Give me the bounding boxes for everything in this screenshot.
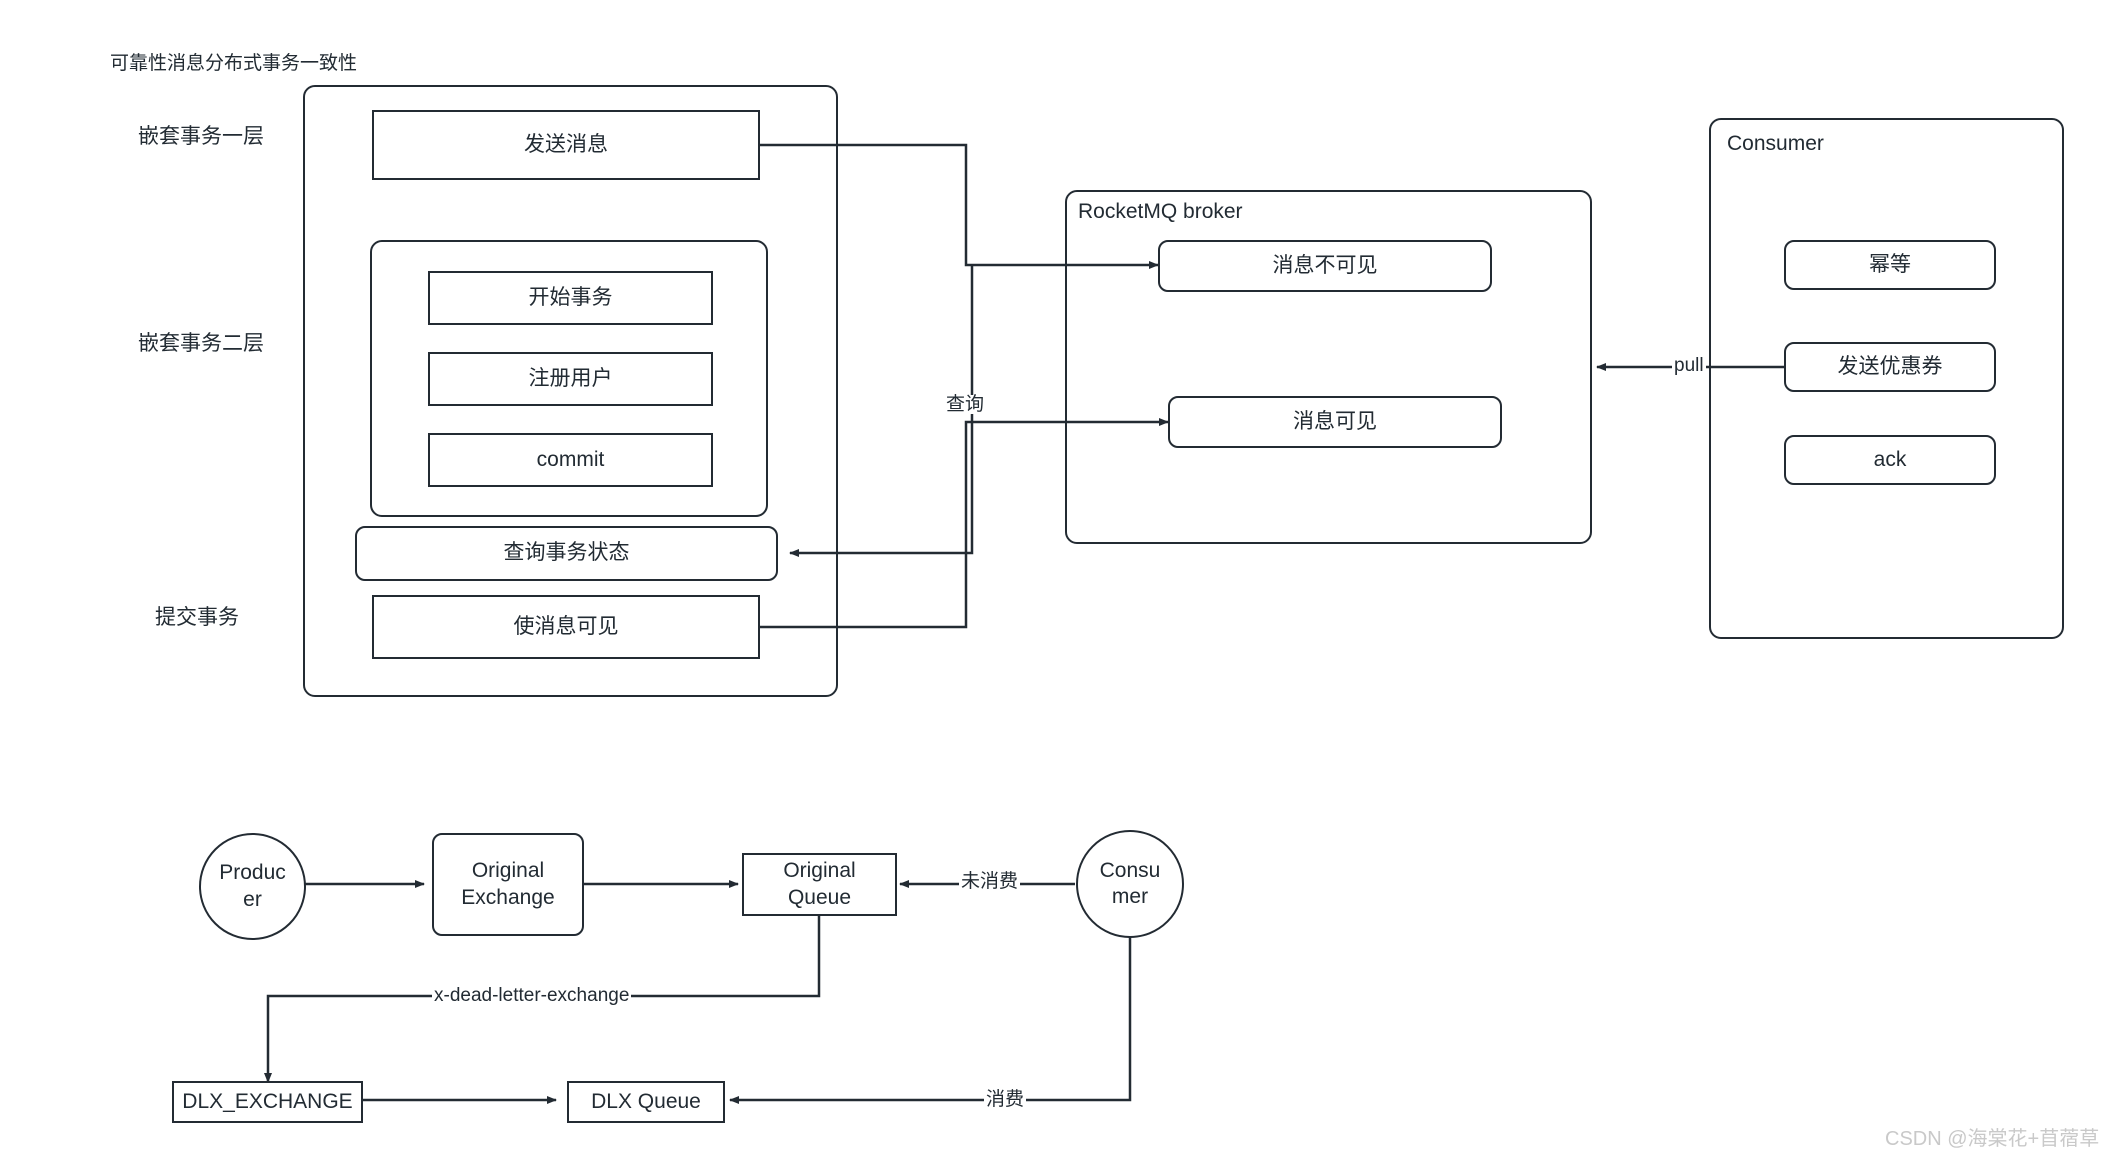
rocketmq-broker-container	[1065, 190, 1592, 544]
node-idempotent[interactable]: 幂等	[1784, 240, 1996, 290]
node-message-visible[interactable]: 消息可见	[1168, 396, 1502, 448]
swimlane-label-nested-level-2: 嵌套事务二层	[138, 332, 264, 355]
rocketmq-broker-title: RocketMQ broker	[1078, 200, 1243, 223]
edge-consumer-to-dlx-queue	[729, 934, 1132, 1104]
diagram-title: 可靠性消息分布式事务一致性	[110, 53, 358, 74]
node-producer[interactable]: Produc er	[199, 833, 306, 940]
node-original-exchange[interactable]: Original Exchange	[432, 833, 584, 936]
csdn-watermark: CSDN @海棠花+苜蓿草	[1885, 1128, 2100, 1150]
node-query-transaction-state[interactable]: 查询事务状态	[355, 526, 778, 581]
swimlane-label-nested-level-1: 嵌套事务一层	[138, 125, 264, 148]
node-consumer[interactable]: Consu mer	[1076, 830, 1184, 938]
node-message-invisible[interactable]: 消息不可见	[1158, 240, 1492, 292]
node-ack[interactable]: ack	[1784, 435, 1996, 485]
node-original-queue[interactable]: Original Queue	[742, 853, 897, 916]
edge-label-dead-letter-exchange: x-dead-letter-exchange	[432, 985, 632, 1006]
consumer-title: Consumer	[1727, 132, 1824, 155]
nested-transaction-container	[370, 240, 768, 517]
node-dlx-queue[interactable]: DLX Queue	[567, 1081, 725, 1123]
node-send-coupon[interactable]: 发送优惠券	[1784, 342, 1996, 392]
node-make-message-visible[interactable]: 使消息可见	[372, 595, 760, 659]
edge-label-pull: pull	[1672, 355, 1706, 376]
edge-label-query: 查询	[944, 394, 987, 415]
producer-container	[303, 85, 838, 697]
node-send-message[interactable]: 发送消息	[372, 110, 760, 180]
swimlane-label-commit-transaction: 提交事务	[155, 606, 239, 629]
node-begin-transaction[interactable]: 开始事务	[428, 271, 713, 325]
node-commit[interactable]: commit	[428, 433, 713, 487]
node-dlx-exchange[interactable]: DLX_EXCHANGE	[172, 1081, 363, 1123]
edge-label-unconsumed: 未消费	[959, 871, 1021, 892]
node-register-user[interactable]: 注册用户	[428, 352, 713, 406]
consumer-container	[1709, 118, 2064, 639]
edge-label-consume: 消费	[984, 1089, 1027, 1110]
